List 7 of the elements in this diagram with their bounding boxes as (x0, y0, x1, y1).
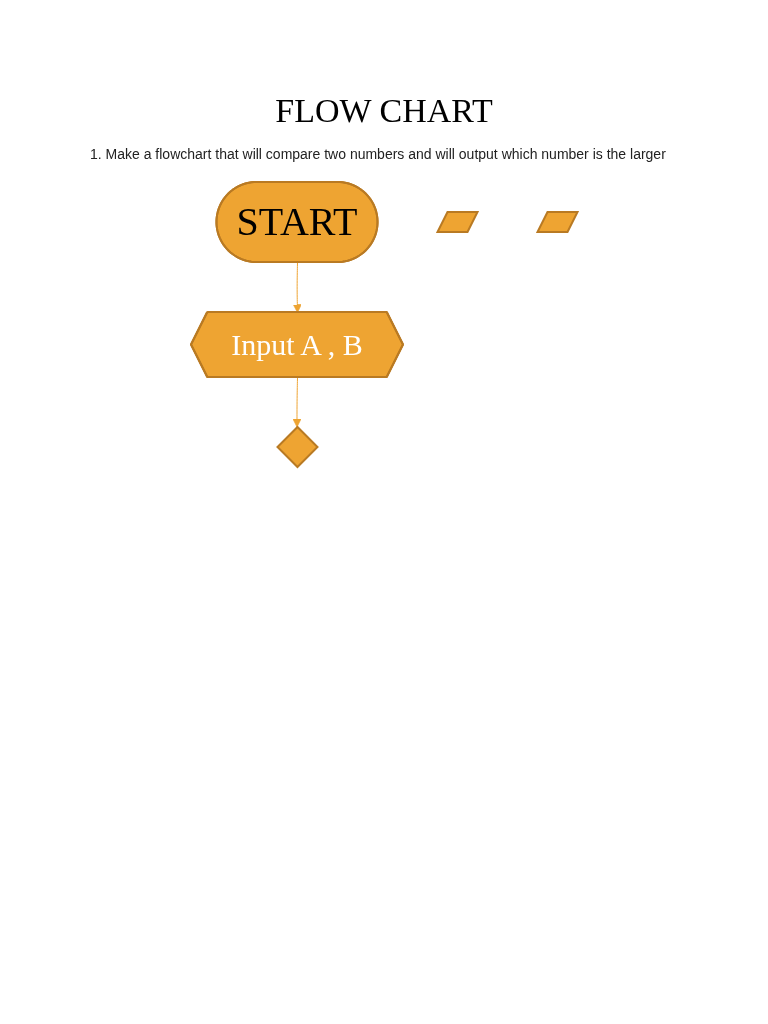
arrow (292, 262, 302, 313)
arrow (292, 377, 302, 428)
title: FLOW CHART (274, 92, 494, 130)
node-parallelogram (435, 211, 479, 233)
instruction-text: 1. Make a flowchart that will compare two numbers and will output which number is the larger (90, 146, 667, 162)
node-diamond (275, 425, 319, 469)
node-parallelogram (535, 211, 579, 233)
